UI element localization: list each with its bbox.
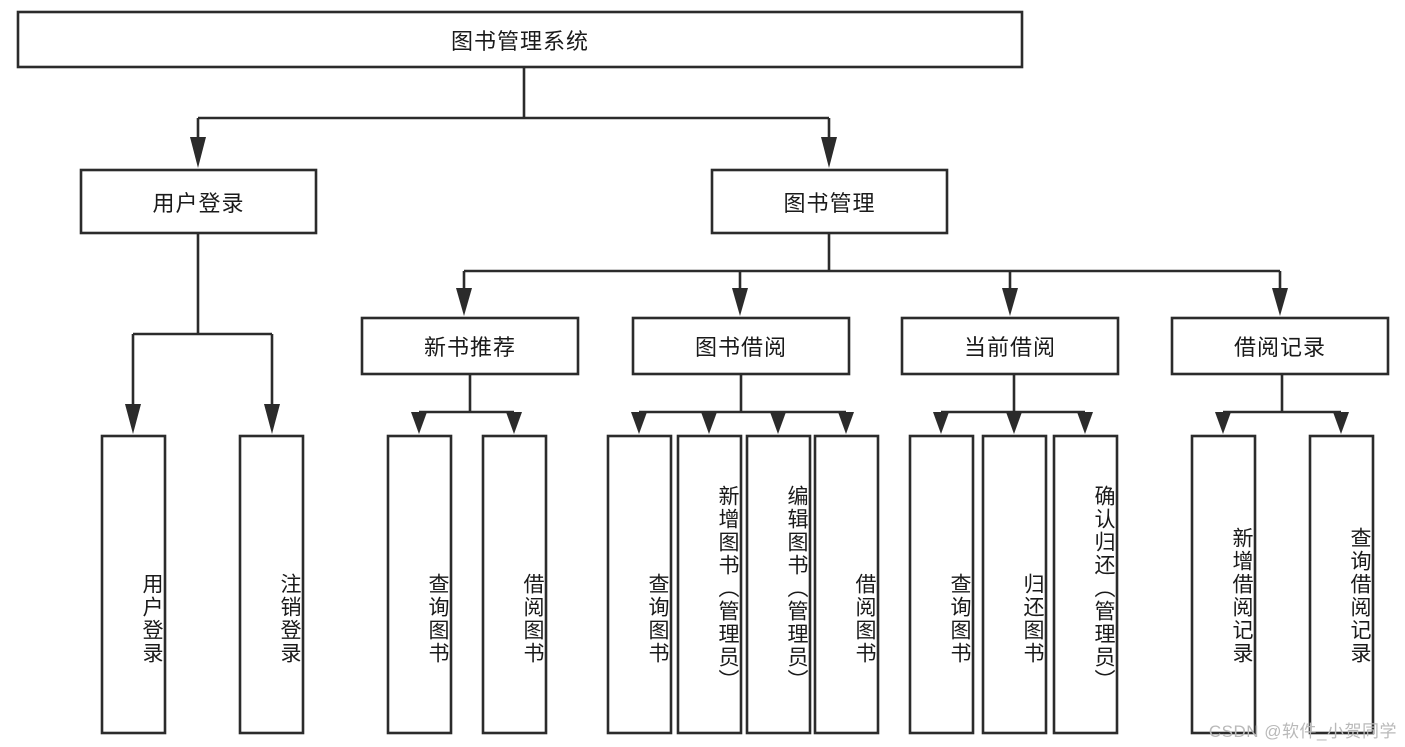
node-new-book-recommend-box[interactable]	[360, 316, 580, 376]
csdn-watermark: CSDN @软件_小贺同学	[1208, 722, 1397, 741]
node-leaf-query-record-box[interactable]	[1308, 434, 1375, 735]
node-leaf-add-book-box[interactable]	[676, 434, 743, 735]
arrow-head-leaf-user-login	[125, 404, 141, 434]
arrow-head-new-book-recommend	[456, 288, 472, 316]
arrow-head-leaf-edit-book	[770, 412, 786, 434]
node-user-login-label: 用户登录	[152, 190, 245, 216]
node-book-manage-box[interactable]	[710, 168, 949, 235]
arrow-head-leaf-query-record	[1333, 412, 1349, 434]
arrow-head-borrow-record	[1272, 288, 1288, 316]
arrow-head-leaf-query-book-3	[933, 412, 949, 434]
node-borrow-record-label: 借阅记录	[1233, 335, 1326, 360]
node-book-manage-label: 图书管理	[783, 190, 876, 216]
arrow-head-leaf-query-book-2	[631, 412, 647, 434]
arrow-head-leaf-add-record	[1215, 412, 1231, 434]
arrow-head-leaf-add-book	[701, 412, 717, 434]
arrow-head-leaf-logout-login	[264, 404, 280, 434]
node-current-borrow-label: 当前借阅	[963, 335, 1056, 360]
arrow-head-leaf-return-book	[1006, 412, 1022, 434]
node-leaf-user-login-box[interactable]	[100, 434, 167, 735]
arrow-head-leaf-borrow-book-1	[506, 412, 522, 434]
arrow-head-current-borrow	[1002, 288, 1018, 316]
node-borrow-record-box[interactable]	[1170, 316, 1390, 376]
node-leaf-edit-book-box[interactable]	[745, 434, 812, 735]
arrow-head-book-manage	[821, 137, 837, 168]
node-leaf-query-book-3-box[interactable]	[908, 434, 975, 735]
node-leaf-query-book-1-box[interactable]	[386, 434, 453, 735]
node-leaf-logout-login-box[interactable]	[238, 434, 305, 735]
node-user-login-box[interactable]	[79, 168, 318, 235]
node-root-box[interactable]	[16, 10, 1024, 69]
node-leaf-add-record-box[interactable]	[1190, 434, 1257, 735]
node-leaf-query-book-2-box[interactable]	[606, 434, 673, 735]
node-leaf-borrow-book-1-box[interactable]	[481, 434, 548, 735]
arrow-head-user-login	[190, 137, 206, 168]
node-current-borrow-box[interactable]	[900, 316, 1120, 376]
arrow-head-book-borrow	[732, 288, 748, 316]
node-leaf-confirm-return-box[interactable]	[1052, 434, 1119, 735]
arrow-head-leaf-query-book-1	[411, 412, 427, 434]
node-leaf-return-book-box[interactable]	[981, 434, 1048, 735]
node-book-borrow-box[interactable]	[631, 316, 851, 376]
arrow-head-leaf-confirm-return	[1077, 412, 1093, 434]
arrow-head-leaf-borrow-book-2	[838, 412, 854, 434]
node-book-borrow-label: 图书借阅	[694, 335, 787, 360]
node-root-label: 图书管理系统	[450, 28, 589, 54]
node-new-book-recommend-label: 新书推荐	[423, 335, 516, 360]
node-leaf-borrow-book-2-box[interactable]	[813, 434, 880, 735]
